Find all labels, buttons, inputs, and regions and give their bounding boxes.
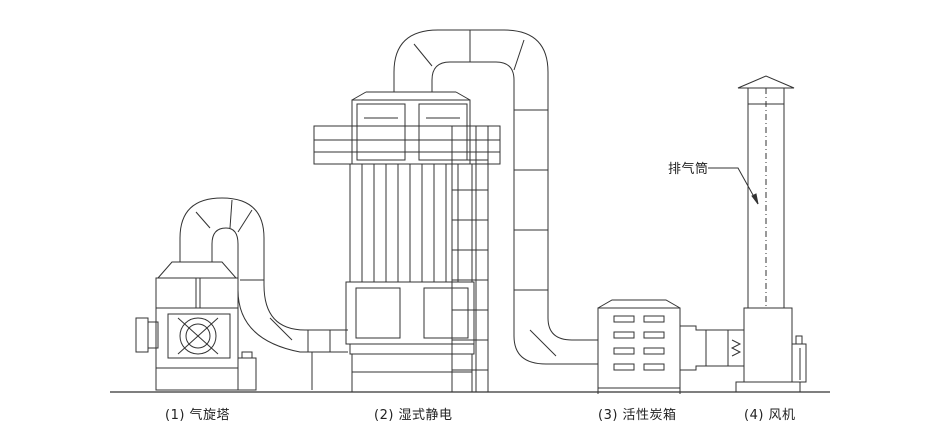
duct-cyclone-to-esp	[180, 198, 348, 390]
carbon-box	[598, 300, 680, 394]
label-cyclone-tower: (1) 气旋塔	[165, 408, 231, 423]
label-fan: (4) 风机	[744, 408, 796, 423]
label-wet-esp: (2) 湿式静电	[374, 408, 453, 423]
duct-esp-to-carbon	[394, 30, 598, 364]
wet-esp	[314, 92, 500, 392]
callout-exhaust-stack: 排气筒	[668, 162, 709, 177]
cyclone-tower	[136, 262, 256, 390]
label-carbon-box: (3) 活性炭箱	[598, 408, 677, 423]
duct-carbon-to-fan	[680, 326, 744, 370]
fan-and-stack	[708, 76, 806, 392]
